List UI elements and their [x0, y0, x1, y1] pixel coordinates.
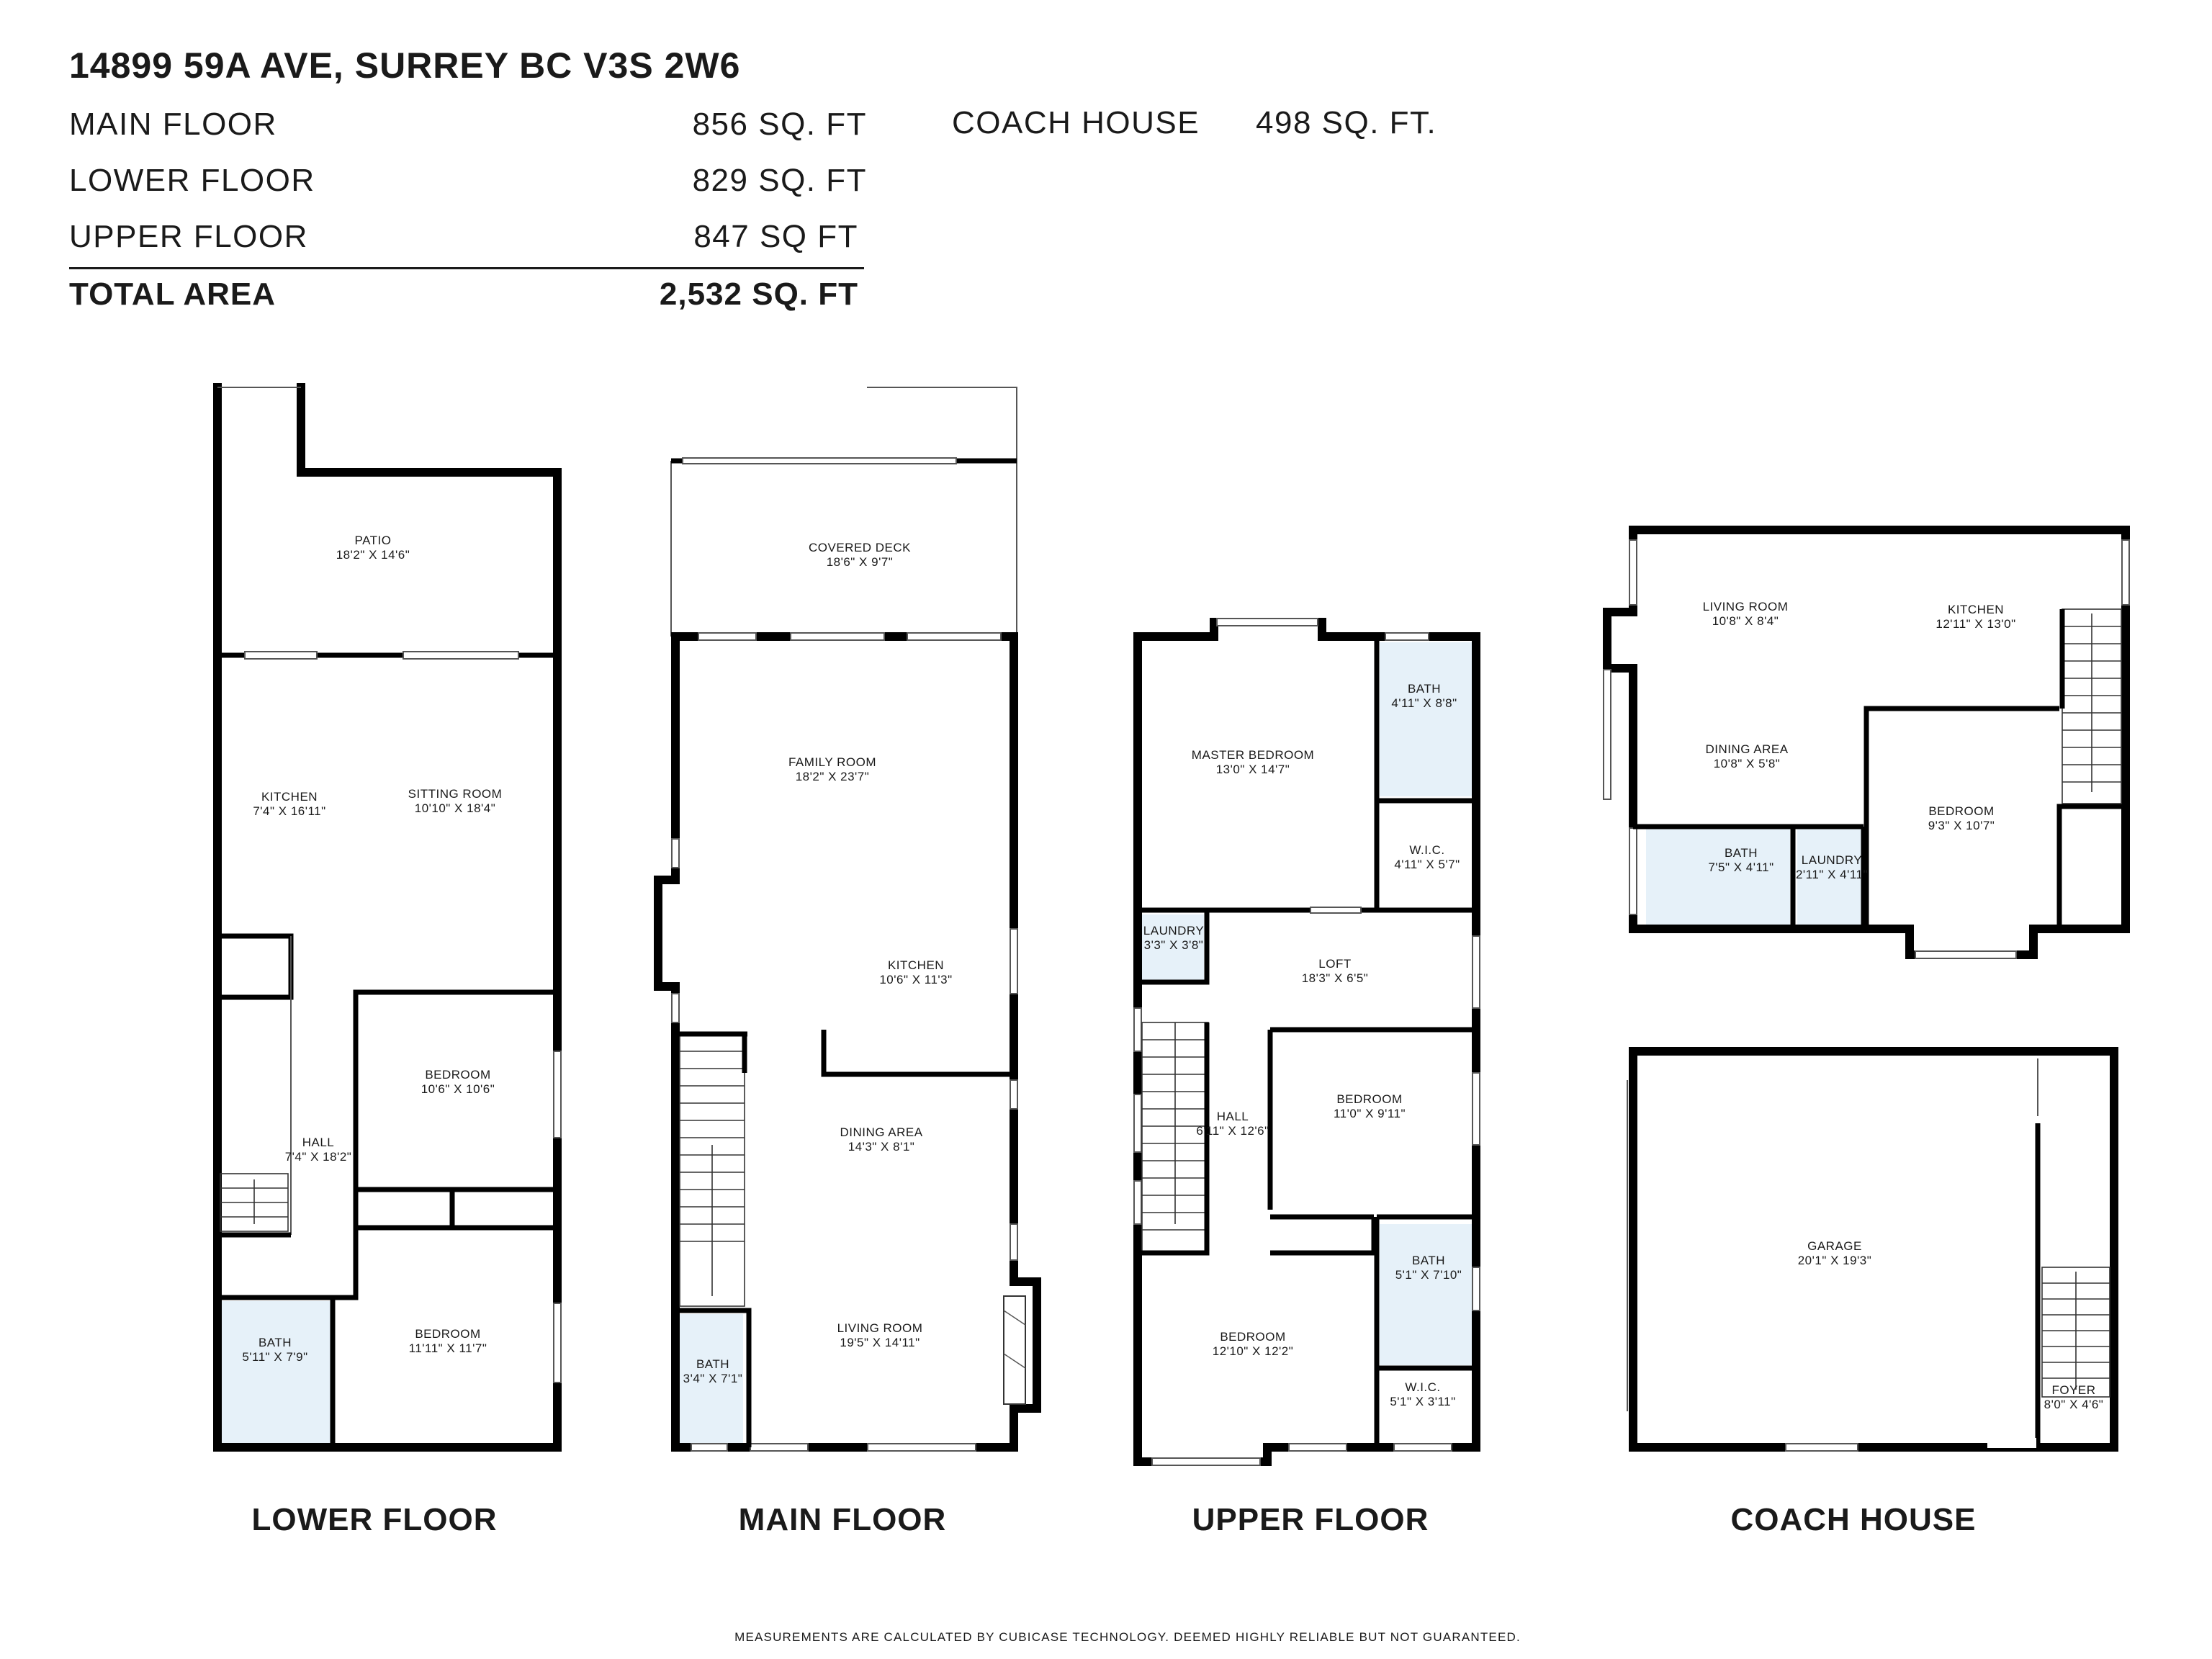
- room-dims: 18'2" X 23'7": [796, 770, 870, 783]
- room-dims: 11'0" X 9'11": [1334, 1107, 1406, 1120]
- room-dims: 18'2" X 14'6": [336, 548, 410, 562]
- room-dims: 5'1" X 3'11": [1390, 1395, 1455, 1408]
- room-name: SITTING ROOM: [408, 787, 503, 801]
- area-value-upper: 847 SQ FT: [693, 219, 858, 254]
- room-dims: 6'11" X 12'6": [1196, 1124, 1269, 1138]
- room-name: BATH: [1412, 1254, 1445, 1267]
- area-label-main: MAIN FLOOR: [69, 107, 277, 142]
- room-dims: 4'11" X 5'7": [1394, 858, 1460, 871]
- room-dims: 13'0" X 14'7": [1216, 763, 1290, 776]
- room-dims: 7'4" X 16'11": [253, 804, 325, 818]
- floor-title-main: MAIN FLOOR: [738, 1502, 947, 1537]
- coach-house-area-label: COACH HOUSE: [952, 105, 1200, 140]
- room-name: BEDROOM: [1336, 1092, 1402, 1106]
- room-name: COVERED DECK: [809, 541, 911, 554]
- room-dims: 2'11" X 4'11": [1796, 868, 1868, 881]
- room-name: BEDROOM: [1928, 804, 1994, 818]
- room-dims: 18'3" X 6'5": [1302, 971, 1369, 985]
- main-floor-labels: COVERED DECK 18'6" X 9'7" FAMILY ROOM 18…: [683, 541, 952, 1385]
- floor-title-coach: COACH HOUSE: [1730, 1502, 1977, 1537]
- coach-house-upper-labels: LIVING ROOM 10'8" X 8'4" KITCHEN 12'11" …: [1703, 600, 2016, 881]
- total-area-label: TOTAL AREA: [69, 276, 276, 312]
- room-name: DINING AREA: [1705, 742, 1788, 756]
- area-label-upper: UPPER FLOOR: [69, 219, 308, 254]
- room-dims: 5'1" X 7'10": [1395, 1268, 1462, 1282]
- room-dims: 5'11" X 7'9": [242, 1350, 307, 1364]
- coach-house-area-value: 498 SQ. FT.: [1256, 105, 1437, 140]
- room-name: MASTER BEDROOM: [1192, 748, 1314, 762]
- area-label-lower: LOWER FLOOR: [69, 163, 315, 198]
- main-floor-plan: [654, 387, 1041, 1452]
- room-name: LIVING ROOM: [1703, 600, 1789, 613]
- room-dims: 10'6" X 10'6": [421, 1082, 495, 1096]
- room-name: BATH: [1725, 846, 1758, 860]
- room-name: BATH: [696, 1357, 729, 1371]
- room-dims: 20'1" X 19'3": [1798, 1254, 1872, 1267]
- upper-floor-labels: MASTER BEDROOM 13'0" X 14'7" BATH 4'11" …: [1143, 682, 1462, 1408]
- upper-floor-plan: [1133, 618, 1480, 1466]
- coach-house-garage-labels: GARAGE 20'1" X 19'3" FOYER 8'0" X 4'6": [1798, 1239, 2104, 1411]
- room-dims: 4'11" X 8'8": [1391, 696, 1457, 710]
- room-dims: 10'6" X 11'3": [879, 973, 952, 986]
- room-dims: 3'3" X 3'8": [1144, 938, 1204, 952]
- room-dims: 11'11" X 11'7": [409, 1341, 487, 1355]
- room-name: KITCHEN: [1948, 603, 2004, 616]
- room-name: PATIO: [355, 534, 392, 547]
- area-value-main: 856 SQ. FT: [692, 107, 867, 142]
- measurement-disclaimer: MEASUREMENTS ARE CALCULATED BY CUBICASE …: [734, 1630, 1521, 1644]
- room-name: LOFT: [1318, 957, 1351, 971]
- room-dims: 12'11" X 13'0": [1936, 617, 2015, 631]
- room-dims: 18'6" X 9'7": [827, 555, 894, 569]
- floor-title-lower: LOWER FLOOR: [251, 1502, 498, 1537]
- area-value-lower: 829 SQ. FT: [692, 163, 867, 198]
- coach-house-upper-plan: [1603, 526, 2130, 959]
- room-dims: 14'3" X 8'1": [848, 1140, 915, 1154]
- coach-house-garage-plan: [1627, 1047, 2118, 1452]
- total-divider: [69, 267, 864, 269]
- room-name: HALL: [302, 1136, 335, 1149]
- room-name: W.I.C.: [1409, 843, 1444, 857]
- room-dims: 7'4" X 18'2": [285, 1150, 352, 1164]
- room-name: HALL: [1217, 1110, 1249, 1123]
- room-dims: 10'10" X 18'4": [415, 801, 496, 815]
- room-name: BEDROOM: [1220, 1330, 1285, 1344]
- room-dims: 7'5" X 4'11": [1708, 860, 1773, 874]
- room-name: LAUNDRY: [1802, 853, 1862, 867]
- room-dims: 10'8" X 5'8": [1714, 757, 1781, 770]
- room-dims: 8'0" X 4'6": [2044, 1398, 2104, 1411]
- room-name: KITCHEN: [261, 790, 318, 804]
- floor-title-upper: UPPER FLOOR: [1192, 1502, 1429, 1537]
- room-dims: 10'8" X 8'4": [1712, 614, 1779, 628]
- room-name: BEDROOM: [415, 1327, 480, 1341]
- room-name: BEDROOM: [425, 1068, 490, 1082]
- room-name: KITCHEN: [888, 958, 944, 972]
- room-name: LAUNDRY: [1143, 924, 1204, 938]
- room-name: FAMILY ROOM: [788, 755, 876, 769]
- room-name: W.I.C.: [1405, 1380, 1440, 1394]
- room-name: FOYER: [2051, 1383, 2095, 1397]
- room-dims: 3'4" X 7'1": [683, 1372, 743, 1385]
- room-dims: 12'10" X 12'2": [1213, 1344, 1294, 1358]
- property-address: 14899 59A AVE, SURREY BC V3S 2W6: [69, 45, 741, 86]
- room-name: BATH: [1408, 682, 1441, 696]
- room-name: DINING AREA: [840, 1125, 922, 1139]
- lower-floor-labels: PATIO 18'2" X 14'6" KITCHEN 7'4" X 16'11…: [242, 534, 502, 1364]
- room-name: BATH: [258, 1336, 292, 1349]
- room-name: LIVING ROOM: [837, 1321, 923, 1335]
- room-name: GARAGE: [1807, 1239, 1862, 1253]
- room-dims: 19'5" X 14'11": [840, 1336, 920, 1349]
- total-area-value: 2,532 SQ. FT: [659, 276, 858, 312]
- lower-floor-plan: [213, 383, 562, 1452]
- room-dims: 9'3" X 10'7": [1928, 819, 1995, 832]
